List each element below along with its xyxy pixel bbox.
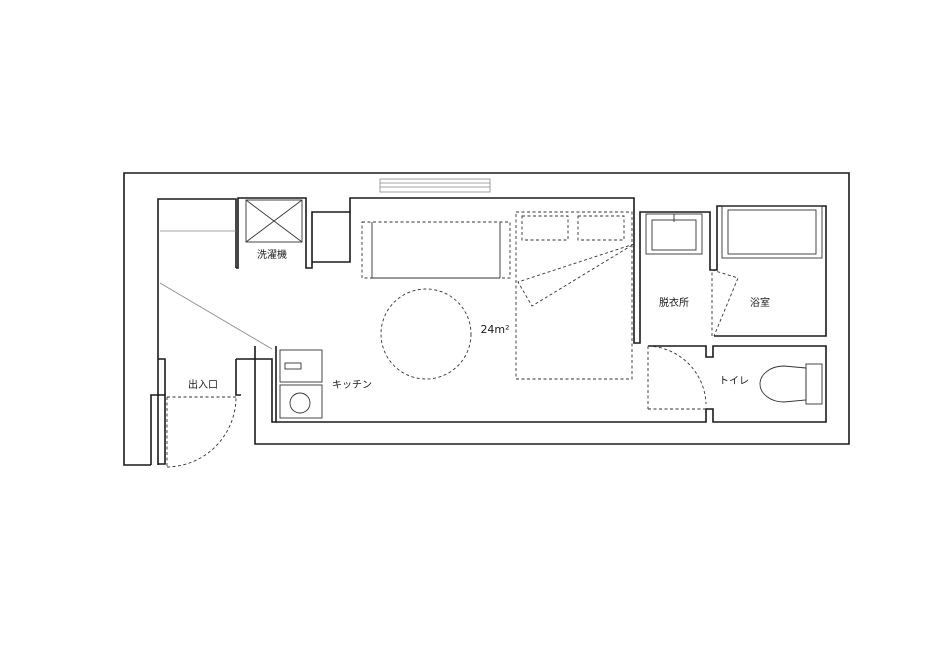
bathtub bbox=[721, 205, 823, 259]
exterior-wall bbox=[123, 172, 850, 466]
interior-wall bbox=[150, 197, 827, 465]
washing-machine bbox=[245, 199, 303, 243]
washbasin bbox=[645, 213, 703, 255]
kitchen-stove bbox=[279, 384, 323, 419]
dressing-door bbox=[647, 345, 707, 410]
kitchen-label: キッチン bbox=[332, 379, 372, 391]
area-label: 24m² bbox=[480, 323, 509, 336]
washing-machine-label: 洗濯機 bbox=[257, 248, 287, 261]
dressing-room-label: 脱衣所 bbox=[659, 296, 689, 309]
window bbox=[379, 178, 491, 193]
toilet-fixture bbox=[759, 363, 823, 405]
bed bbox=[515, 211, 633, 380]
kitchen-sink bbox=[279, 349, 323, 383]
entrance-door bbox=[166, 396, 237, 468]
toilet-label: トイレ bbox=[719, 376, 749, 387]
entrance-label: 出入口 bbox=[188, 378, 218, 391]
bathroom-door bbox=[711, 269, 739, 337]
sofa bbox=[361, 221, 511, 279]
bathroom-label: 浴室 bbox=[750, 296, 770, 309]
partition-line bbox=[159, 282, 273, 350]
round-table bbox=[380, 288, 472, 380]
room-door bbox=[517, 243, 635, 307]
